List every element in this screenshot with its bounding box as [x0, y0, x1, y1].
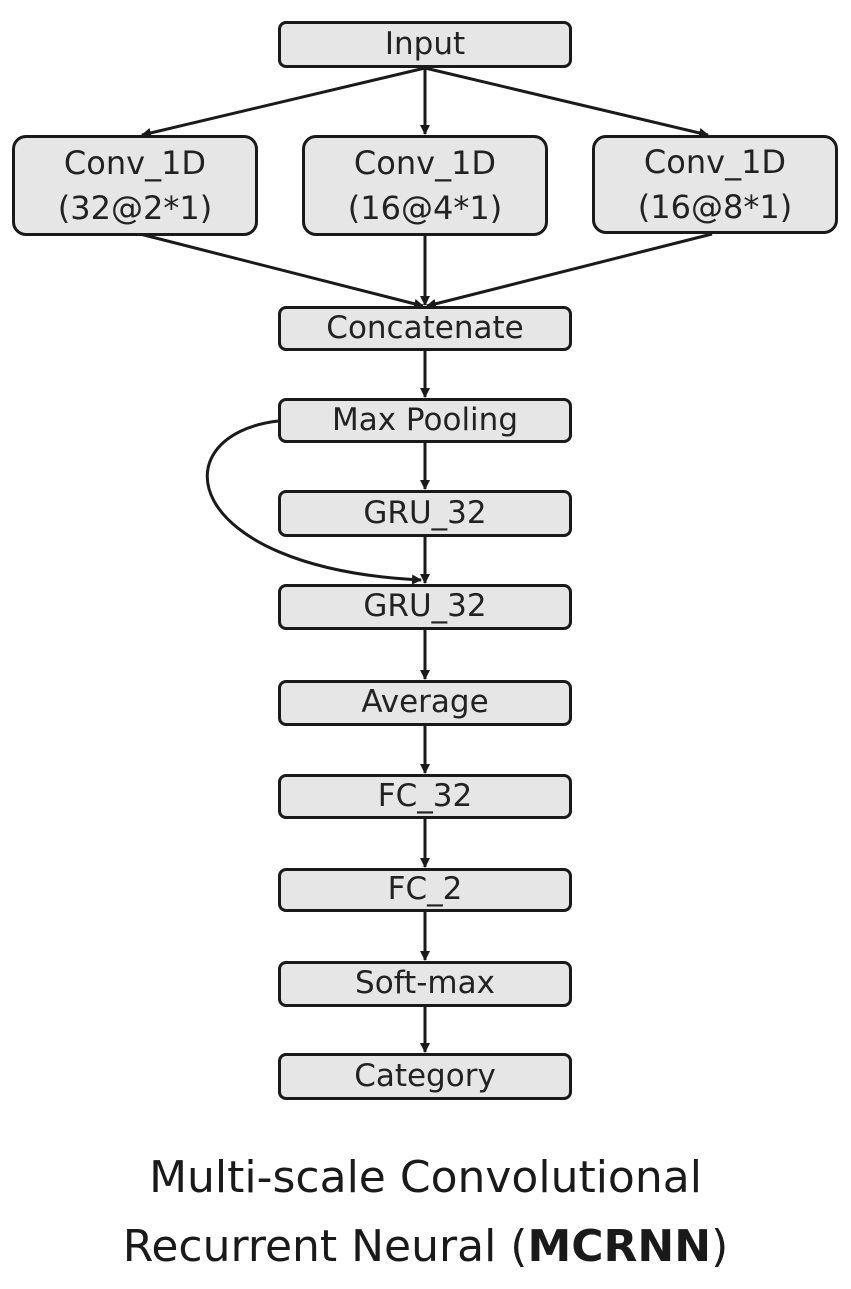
node-fc-32-label: FC_32: [377, 777, 473, 814]
caption-line-1-text: Multi-scale Convolutional: [149, 1152, 702, 1203]
node-conv-1d-16-8-title: Conv_1D: [643, 142, 787, 181]
caption-acronym: MCRNN: [527, 1221, 712, 1272]
caption-line-2-suffix: ): [711, 1221, 729, 1272]
node-conv-1d-16-4-params: (16@4*1): [347, 188, 503, 227]
node-gru-32-first: GRU_32: [278, 490, 572, 537]
node-gru-32-second: GRU_32: [278, 584, 572, 630]
node-conv-1d-16-8-params: (16@8*1): [637, 187, 793, 226]
node-average: Average: [278, 680, 572, 726]
skip-connection-arrow: [205, 419, 422, 585]
node-concatenate: Concatenate: [278, 306, 572, 351]
node-category: Category: [278, 1053, 572, 1100]
node-input-label: Input: [384, 25, 466, 62]
node-fc-2: FC_2: [278, 868, 572, 912]
arrow-input-to-conv-c: [424, 66, 709, 138]
node-max-pooling: Max Pooling: [278, 398, 572, 443]
node-max-pooling-label: Max Pooling: [331, 401, 518, 438]
arrow-input-to-conv-a: [141, 66, 426, 138]
node-softmax-label: Soft-max: [355, 965, 495, 1002]
caption-line-2-prefix: Recurrent Neural (: [122, 1221, 528, 1272]
node-conv-1d-32-title: Conv_1D: [63, 143, 207, 182]
node-conv-1d-32-params: (32@2*1): [57, 188, 213, 227]
node-fc-2-label: FC_2: [387, 871, 463, 908]
node-conv-1d-16-4: Conv_1D (16@4*1): [302, 135, 548, 236]
node-category-label: Category: [354, 1057, 496, 1094]
node-gru-32-second-label: GRU_32: [363, 588, 487, 625]
node-input: Input: [278, 21, 572, 68]
node-conv-1d-16-4-title: Conv_1D: [353, 143, 497, 182]
node-average-label: Average: [361, 684, 489, 721]
arrow-conv-c-to-concatenate: [426, 232, 713, 309]
node-softmax: Soft-max: [278, 961, 572, 1007]
node-conv-1d-32: Conv_1D (32@2*1): [12, 135, 258, 236]
arrow-conv-a-to-concatenate: [139, 232, 424, 309]
node-concatenate-label: Concatenate: [326, 309, 524, 346]
node-fc-32: FC_32: [278, 774, 572, 819]
node-conv-1d-16-8: Conv_1D (16@8*1): [592, 135, 838, 234]
caption-line-1: Multi-scale Convolutional: [0, 1152, 851, 1203]
caption-line-2: Recurrent Neural (MCRNN): [0, 1221, 851, 1272]
node-gru-32-first-label: GRU_32: [363, 494, 487, 531]
